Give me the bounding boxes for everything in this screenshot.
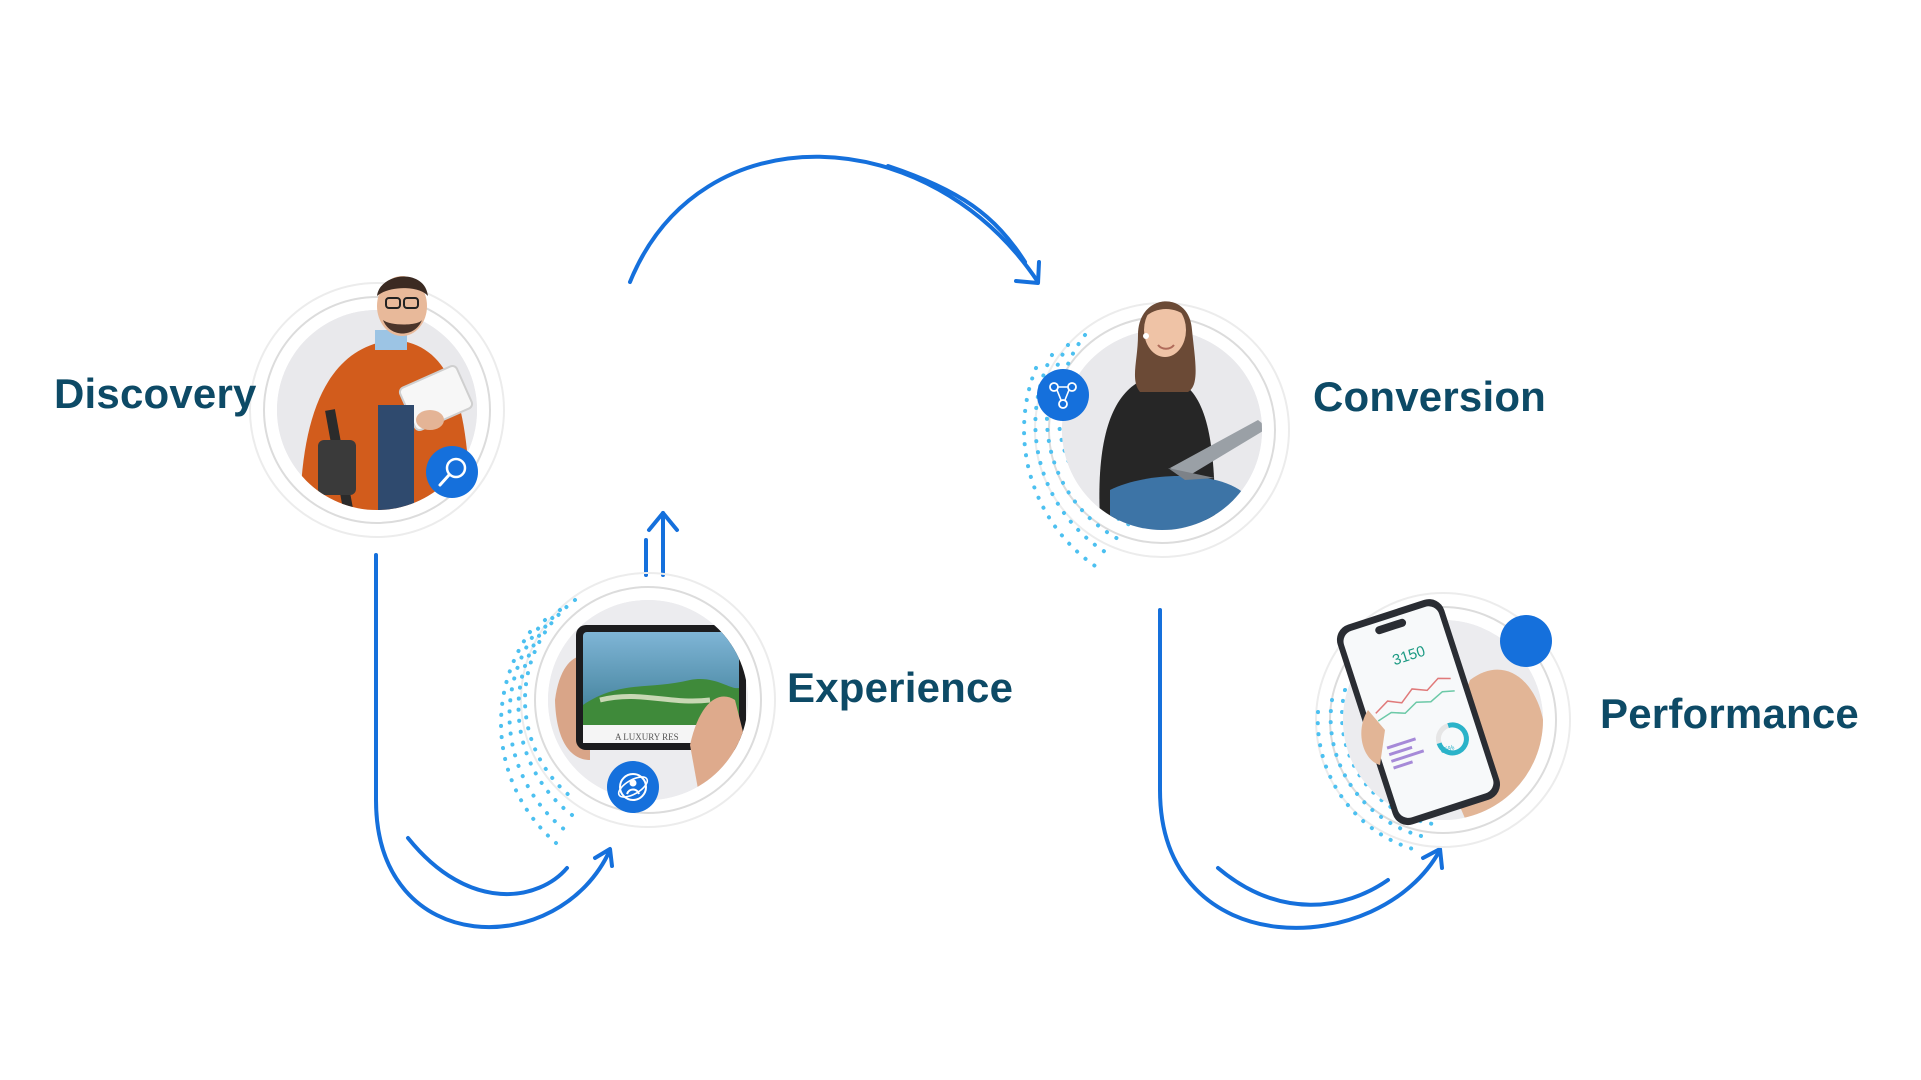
outer-ring — [249, 282, 505, 538]
discovery-person-photo — [277, 310, 477, 510]
magnifier-icon — [426, 446, 478, 498]
arrow-conversion-to-performance-head — [1421, 847, 1444, 870]
arrow-conversion-to-performance — [1158, 608, 1442, 930]
phone-ring-value: 65% — [1440, 744, 1455, 755]
stage-node-discovery — [249, 276, 505, 538]
tablet-caption: A LUXURY RES — [615, 732, 679, 742]
globe-person-icon — [607, 761, 659, 813]
arrow-conversion-to-performance-inner — [1216, 866, 1390, 907]
connector-arrows — [374, 154, 1444, 930]
inner-ring — [1329, 606, 1557, 834]
discovery-person-head — [377, 276, 428, 336]
stage-node-performance: 3150 65% — [1315, 592, 1571, 853]
status-dot-icon — [1500, 615, 1552, 667]
hand-thumb — [1361, 710, 1385, 765]
outer-ring — [520, 572, 776, 828]
arrow-to-conversion-head — [1014, 260, 1041, 285]
stage-label-performance: Performance — [1600, 690, 1859, 737]
inner-ring — [263, 296, 491, 524]
dotted-arc — [499, 598, 577, 845]
arrow-to-conversion-inner — [886, 164, 1027, 264]
arrow-discovery-to-experience-head — [593, 847, 614, 868]
experience-tablet-photo — [548, 600, 748, 800]
arrow-discovery-to-experience — [374, 553, 612, 930]
inner-ring — [534, 586, 762, 814]
arrow-discovery-to-experience-inner — [406, 836, 569, 897]
stage-node-experience: A LUXURY RES — [499, 572, 776, 845]
stage-label-experience: Experience — [787, 664, 1014, 711]
network-nodes-icon — [1037, 369, 1089, 421]
outer-ring — [1315, 592, 1571, 848]
arrow-experience-up-head — [647, 511, 679, 532]
stage-label-conversion: Conversion — [1313, 373, 1547, 420]
stage-label-discovery: Discovery — [54, 370, 257, 417]
conversion-person-head — [1134, 301, 1196, 392]
phone-device — [1336, 599, 1501, 826]
arrow-to-conversion — [628, 154, 1040, 284]
stage-node-conversion — [1022, 301, 1290, 570]
